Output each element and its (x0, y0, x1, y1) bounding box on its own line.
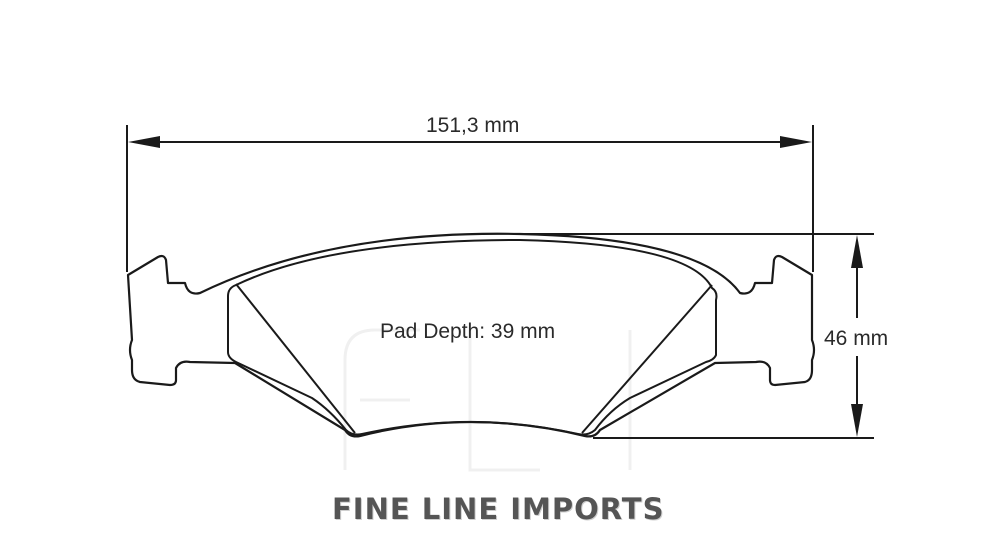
watermark-fli (343, 328, 632, 472)
height-label: 46 mm (822, 327, 891, 351)
height-dimension (520, 233, 874, 439)
width-dimension (126, 125, 814, 272)
chamfer-lines (235, 283, 713, 434)
friction-material-outline (227, 239, 718, 436)
width-label: 151,3 mm (426, 114, 520, 137)
backing-plate-outline (126, 232, 816, 438)
pad-depth-label: Pad Depth: 39 mm (380, 320, 556, 343)
brand-logo-text: FINE LINE IMPORTS (332, 492, 665, 526)
